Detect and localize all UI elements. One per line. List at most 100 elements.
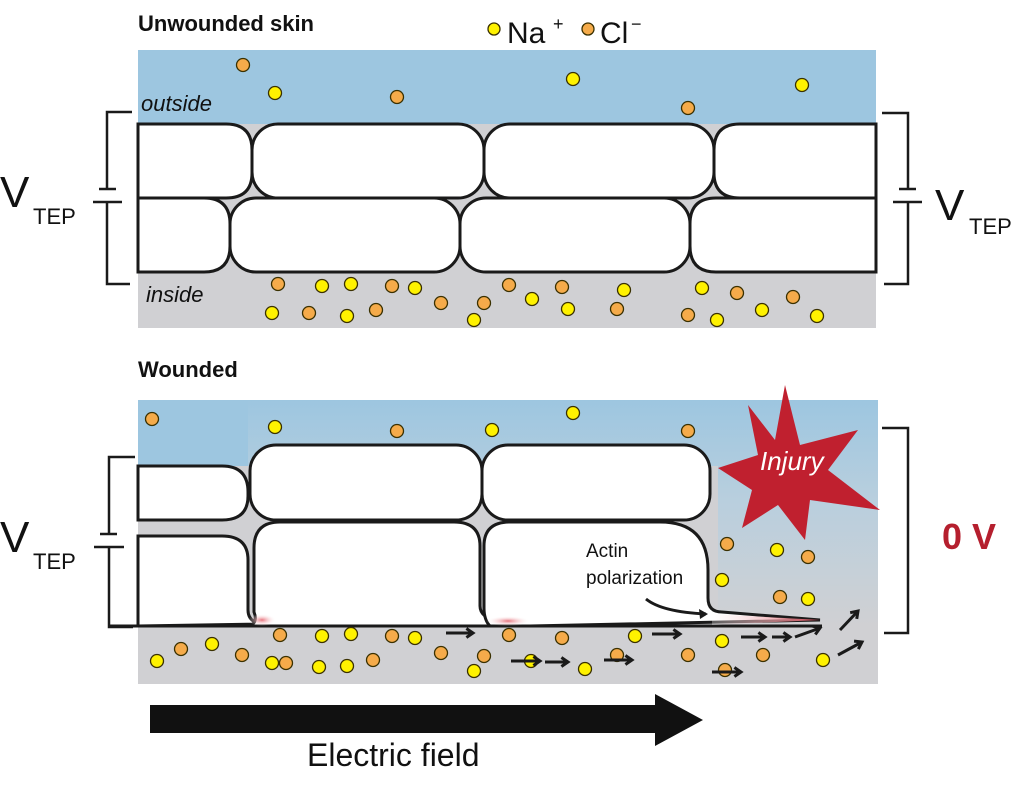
- na-ion: [264, 305, 280, 321]
- na-ion: [800, 591, 816, 607]
- flow-arrow-head: [853, 639, 865, 650]
- na-ion: [627, 628, 643, 644]
- unwounded-top-cells: [136, 122, 878, 200]
- left-vtep-sub: TEP: [33, 204, 76, 229]
- flow-arrow: [838, 609, 860, 632]
- na-ion: [484, 422, 500, 438]
- na-ion: [616, 282, 632, 298]
- na-ion: [314, 278, 330, 294]
- na-ion: [815, 652, 831, 668]
- cl-ion: [755, 647, 771, 663]
- cl-ion: [433, 295, 449, 311]
- flow-arrow-head: [733, 666, 744, 678]
- na-ion: [769, 542, 785, 558]
- zero-volt-label: 0 V: [942, 516, 996, 557]
- cl-ion: [680, 307, 696, 323]
- cl-ion: [389, 89, 405, 105]
- na-legend-label: Na: [507, 17, 546, 50]
- wounded-left-vtep-bracket: [94, 455, 135, 629]
- cl-ion: [476, 648, 492, 664]
- left-vtep-bracket: [93, 110, 132, 286]
- cell: [482, 122, 716, 200]
- right-vtep-bracket: [882, 111, 922, 286]
- cl-ion: [554, 630, 570, 646]
- cell: [480, 443, 712, 522]
- inside-fluid: [138, 268, 876, 328]
- na-ion: [407, 630, 423, 646]
- cell: [136, 464, 250, 522]
- flow-arrow-head: [811, 624, 823, 636]
- flow-arrow-head: [849, 609, 860, 620]
- na-ion: [149, 653, 165, 669]
- na-ion: [565, 405, 581, 421]
- flow-arrow-head: [465, 627, 476, 639]
- na-ion: [339, 658, 355, 674]
- na-ion: [714, 633, 730, 649]
- injury-label: Injury: [760, 446, 826, 476]
- cl-legend-label: Cl: [600, 17, 628, 50]
- cl-ion: [609, 301, 625, 317]
- right-vtep-sub: TEP: [969, 214, 1012, 239]
- outside-label: outside: [141, 91, 212, 116]
- na-ion: [809, 308, 825, 324]
- actin-label-line1: Actin: [586, 541, 628, 562]
- left-vtep-label: V: [0, 168, 30, 217]
- cl-ion: [501, 277, 517, 293]
- unwounded-bottom-cells: [136, 196, 878, 274]
- na-ion: [204, 636, 220, 652]
- na-ion: [267, 85, 283, 101]
- wounded-bottom-cells: [136, 520, 821, 628]
- na-legend-icon: [487, 22, 501, 36]
- cl-ion: [389, 423, 405, 439]
- cell: [458, 196, 692, 274]
- na-ion: [407, 280, 423, 296]
- cell: [136, 196, 232, 274]
- actin-label-line2: polarization: [586, 568, 683, 589]
- leading-edge-cell: [482, 520, 821, 628]
- actin-highlight: [248, 614, 276, 626]
- cl-ion: [729, 285, 745, 301]
- cl-legend-icon: [581, 22, 595, 36]
- injury-star: Injury: [718, 385, 880, 540]
- flow-arrow: [837, 640, 863, 657]
- electric-field-label: Electric field: [307, 737, 480, 773]
- ion-flow-arrows: [446, 609, 865, 678]
- wounded-ions: [144, 405, 831, 679]
- cl-ion: [800, 549, 816, 565]
- na-ion: [794, 77, 810, 93]
- cell: [248, 443, 484, 522]
- electric-field-arrow: [150, 694, 703, 746]
- cl-ion: [384, 628, 400, 644]
- cell: [136, 122, 254, 200]
- cl-ion: [680, 100, 696, 116]
- cl-ion: [368, 302, 384, 318]
- cl-ion: [270, 276, 286, 292]
- wounded-title: Wounded: [138, 357, 238, 382]
- flow-arrow-head: [757, 631, 768, 643]
- cl-charge: −: [631, 14, 642, 34]
- na-charge: +: [553, 14, 564, 34]
- na-ion: [314, 628, 330, 644]
- actin-pointer-arrow: [645, 597, 707, 616]
- cl-ion: [144, 411, 160, 427]
- cl-ion: [365, 652, 381, 668]
- cl-ion: [680, 423, 696, 439]
- na-ion: [694, 280, 710, 296]
- na-ion: [343, 626, 359, 642]
- na-ion: [466, 663, 482, 679]
- unwounded-ions: [235, 57, 825, 328]
- cl-ion: [680, 647, 696, 663]
- cl-ion: [785, 289, 801, 305]
- cl-ion: [301, 305, 317, 321]
- wounded-left-vtep-sub: TEP: [33, 549, 76, 574]
- flow-arrow-head: [560, 656, 571, 668]
- cl-ion: [433, 645, 449, 661]
- wounded-top-cells: [136, 443, 712, 522]
- unwounded-title: Unwounded skin: [138, 11, 314, 36]
- wounded-right-bracket: [882, 426, 910, 635]
- actin-lamellipodium: [712, 614, 820, 625]
- na-ion: [565, 71, 581, 87]
- outside-fluid: [138, 50, 876, 126]
- cl-ion: [476, 295, 492, 311]
